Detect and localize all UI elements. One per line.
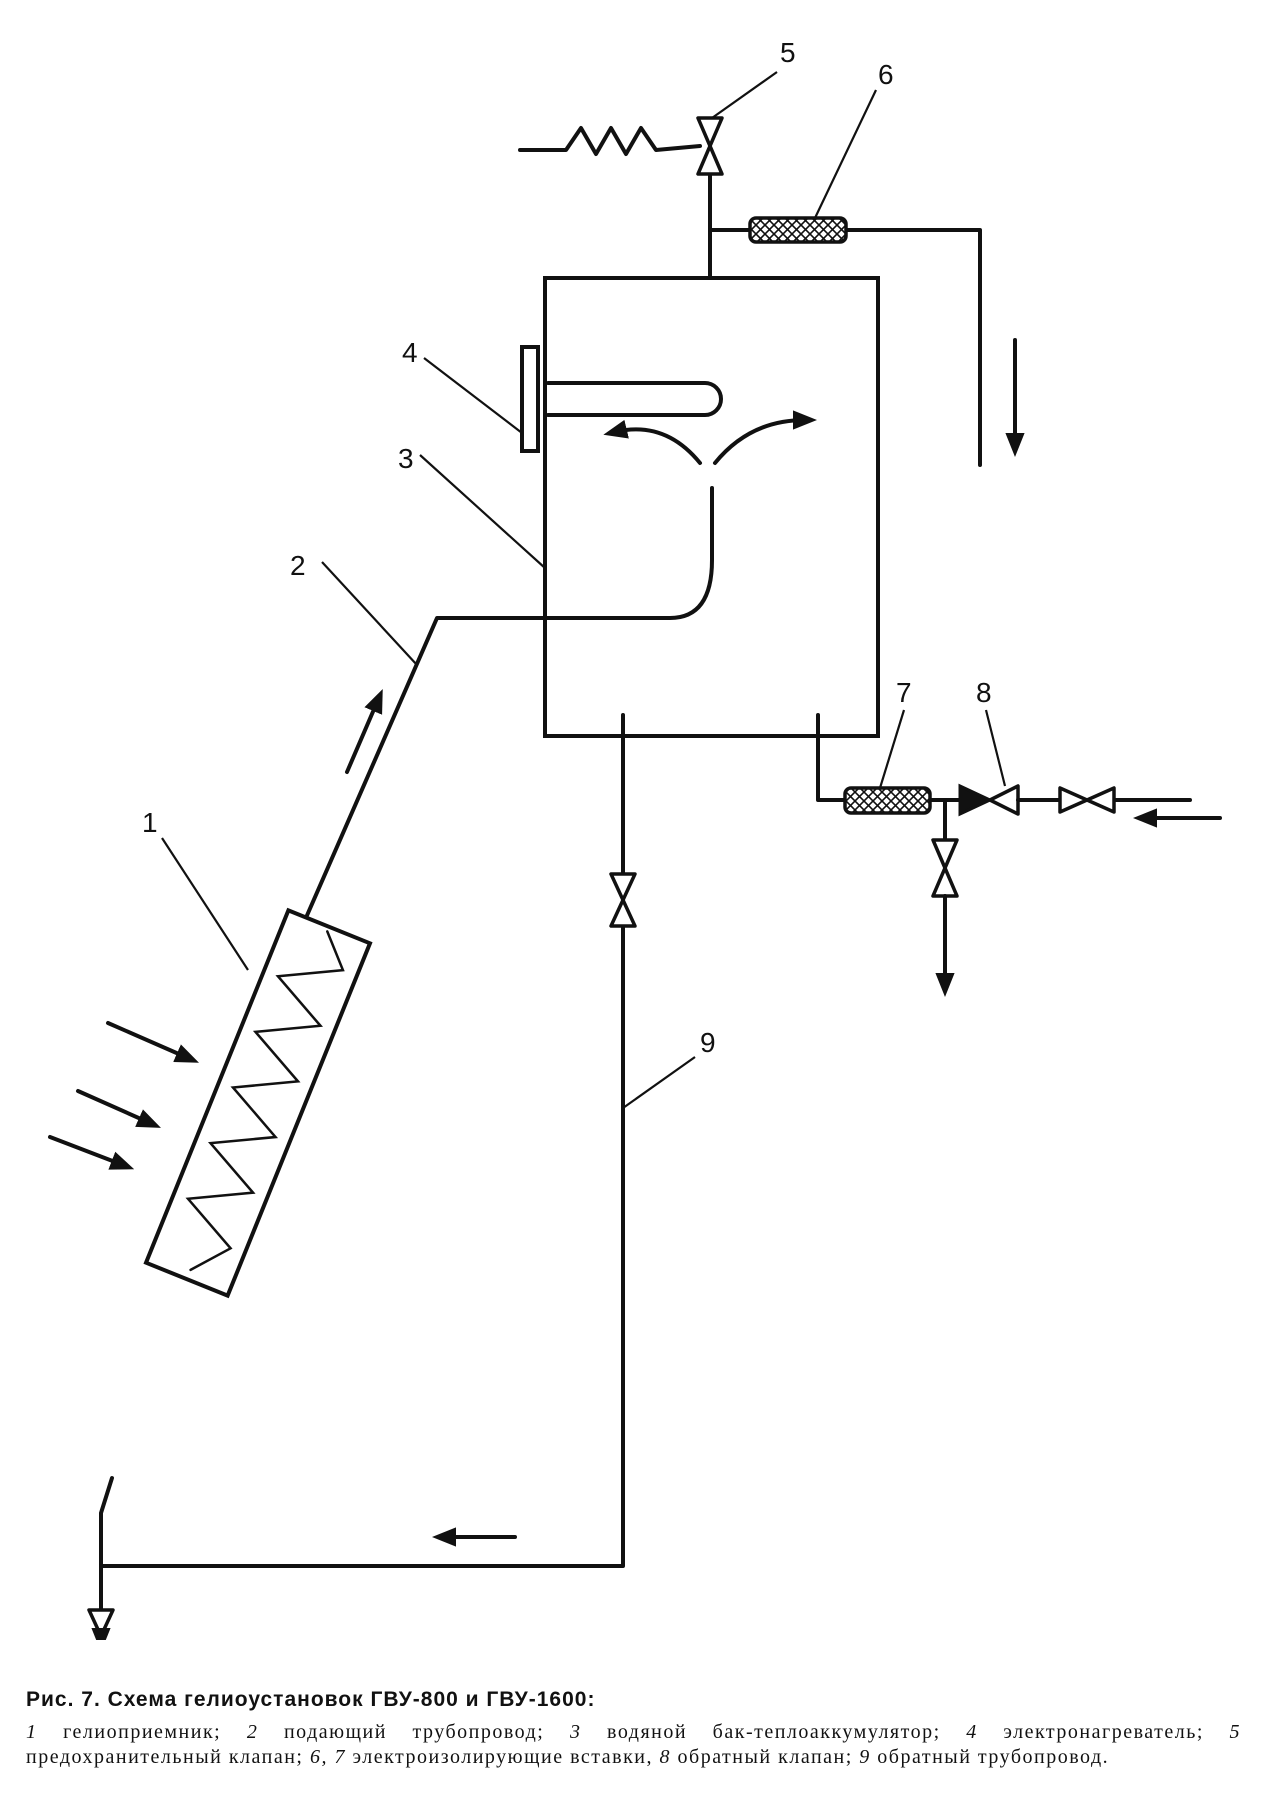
legend-entry-text: подающий трубопровод; — [258, 1721, 570, 1743]
legend-entry: 8 обратный клапан; — [660, 1746, 860, 1768]
legend-entry-text: электроизолирующие вставки, — [346, 1746, 660, 1768]
legend-entry-number: 8 — [659, 1746, 672, 1768]
legend-entry: 6, 7 электроизолирующие вставки, — [310, 1746, 660, 1768]
label-4: 4 — [402, 337, 418, 368]
check-valve — [958, 783, 1020, 817]
electric-heater-element — [546, 381, 723, 417]
figure-caption: Рис. 7. Схема гелиоустановок ГВУ-800 и Г… — [26, 1688, 1241, 1770]
label-8: 8 — [976, 677, 992, 708]
leader-line-9 — [622, 1056, 696, 1109]
legend-entry: 2 подающий трубопровод; — [247, 1721, 570, 1743]
leader-line-4 — [423, 357, 523, 434]
caption-legend: 1 гелиоприемник; 2 подающий трубопровод;… — [26, 1720, 1241, 1770]
label-5: 5 — [780, 37, 796, 68]
drain-valve — [87, 1608, 115, 1638]
label-3: 3 — [398, 443, 414, 474]
radiation-arrow-1 — [106, 1021, 199, 1063]
legend-entry-number: 6, 7 — [310, 1746, 346, 1768]
legend-entry: 5 предохранительный клапан; — [26, 1721, 1241, 1768]
insulating-insert-6 — [748, 216, 848, 244]
legend-entry-number: 5 — [1229, 1721, 1242, 1743]
legend-entry-number: 3 — [569, 1721, 582, 1743]
insulating-insert-7 — [843, 786, 932, 815]
legend-entry: 3 водяной бак-теплоаккумулятор; — [570, 1721, 966, 1743]
label-2: 2 — [290, 550, 306, 581]
circulation-arrow-left — [603, 419, 702, 465]
circulation-arrow-right — [713, 410, 817, 465]
return-pipe-valve — [609, 872, 637, 928]
leader-line-3 — [419, 454, 546, 569]
supply-pipe — [303, 486, 714, 922]
solar-collector — [143, 907, 373, 1299]
caption-title: Рис. 7. Схема гелиоустановок ГВУ-800 и Г… — [26, 1688, 596, 1711]
safety-valve-spring — [518, 126, 702, 156]
leader-line-8 — [984, 709, 1007, 787]
legend-entry-text: предохранительный клапан; — [26, 1746, 310, 1768]
legend-entry: 1 гелиоприемник; — [26, 1721, 247, 1743]
legend-entry: 4 электронагреватель; — [966, 1721, 1229, 1743]
legend-entry: 9 обратный трубопровод. — [859, 1746, 1109, 1768]
hot-water-outlet-pipe — [708, 228, 982, 467]
leader-line-7 — [878, 709, 906, 789]
safety-valve — [696, 116, 724, 176]
label-1: 1 — [142, 807, 158, 838]
inlet-valve — [1058, 786, 1116, 814]
legend-entry-text: обратный трубопровод. — [870, 1746, 1110, 1768]
electric-heater-flange — [520, 345, 540, 453]
return-pipe — [99, 713, 625, 1568]
legend-entry-text: электронагреватель; — [977, 1721, 1230, 1743]
radiation-arrow-2 — [76, 1089, 161, 1128]
inlet-drain-valve — [931, 838, 959, 898]
radiation-arrow-3 — [48, 1135, 135, 1170]
legend-entry-text: водяной бак-теплоаккумулятор; — [581, 1721, 967, 1743]
legend-entry-number: 1 — [26, 1721, 38, 1743]
leader-line-6 — [814, 89, 877, 219]
legend-entry-number: 4 — [966, 1721, 978, 1743]
label-6: 6 — [878, 59, 894, 90]
leader-line-2 — [321, 561, 418, 666]
legend-entry-number: 9 — [859, 1746, 871, 1768]
supply-flow-arrow — [345, 688, 383, 774]
solar-installation-scheme: 1 2 3 4 5 6 7 8 9 — [48, 37, 1222, 1640]
legend-entry-text: гелиоприемник; — [37, 1721, 247, 1743]
legend-entry-number: 2 — [246, 1721, 259, 1743]
legend-entry-text: обратный клапан; — [671, 1746, 860, 1768]
label-7: 7 — [896, 677, 912, 708]
leader-line-5 — [711, 71, 778, 119]
label-9: 9 — [700, 1027, 716, 1058]
leader-line-1 — [161, 837, 249, 971]
